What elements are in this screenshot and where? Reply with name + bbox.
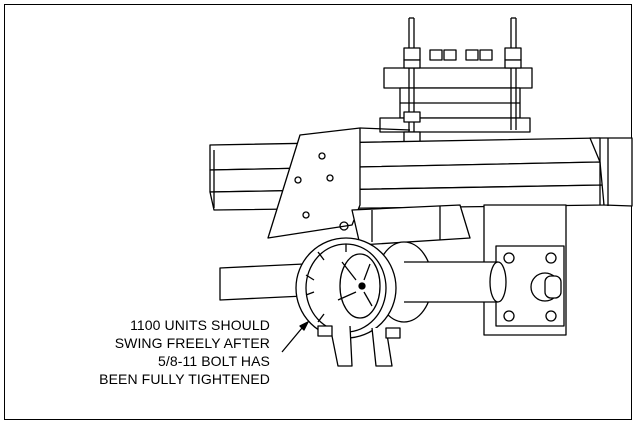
disc-wheel — [295, 237, 397, 339]
note-line-4: BEEN FULLY TIGHTENED — [99, 371, 270, 387]
note-line-3: 5/8-11 BOLT HAS — [158, 353, 270, 369]
callout-leader — [281, 321, 309, 353]
main-beam — [209, 137, 633, 211]
top-mounting-plates — [379, 67, 533, 133]
note-line-2: SWING FREELY AFTER — [114, 335, 270, 351]
left-arm — [219, 263, 305, 301]
note-line-1: 1100 UNITS SHOULD — [130, 317, 270, 333]
tines — [317, 325, 401, 367]
lower-bracket — [351, 204, 471, 246]
threaded-rods — [408, 17, 517, 150]
hub-mount-plate — [483, 204, 567, 336]
assembly-note-callout: 1100 UNITS SHOULD SWING FREELY AFTER 5/8… — [12, 316, 270, 388]
gusset-plate — [267, 127, 411, 239]
